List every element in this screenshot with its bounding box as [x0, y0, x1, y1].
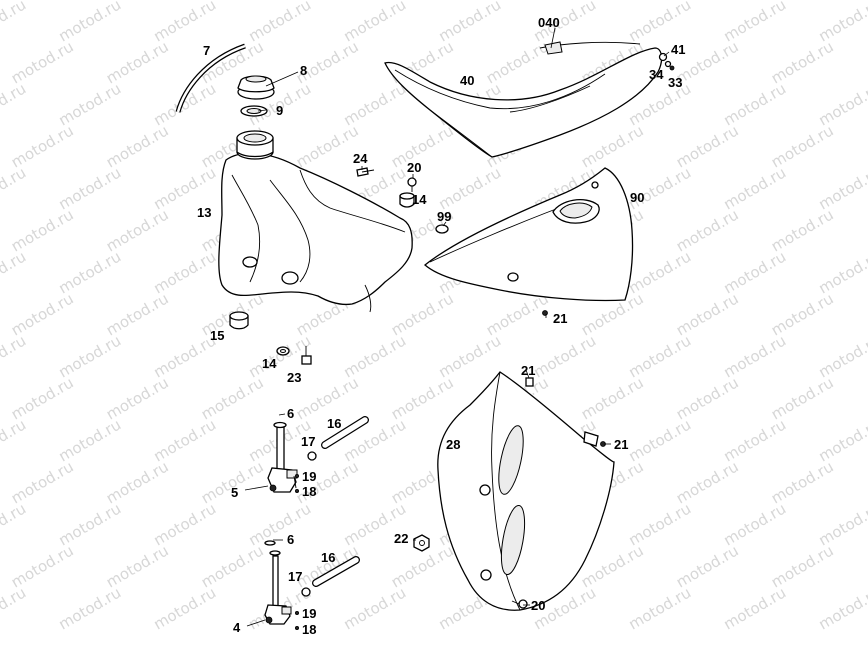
callout-13: 13 [197, 205, 211, 220]
bolt-21a [542, 310, 548, 316]
watermark-text: motod.ru [626, 583, 695, 633]
hose-16a [321, 416, 369, 449]
watermark-text: motod.ru [0, 163, 29, 213]
watermark-text: motod.ru [0, 583, 29, 633]
washer-14b [276, 346, 290, 356]
callout-labels: 040 41 34 33 40 7 8 9 13 24 20 14 99 90 … [197, 15, 685, 637]
watermark-text: motod.ru [0, 79, 29, 129]
bolt-20a [407, 177, 417, 192]
callout-8: 8 [300, 63, 307, 78]
clamp-17b [301, 587, 311, 597]
bolt-23 [301, 346, 312, 365]
watermark-text: motod.ru [816, 499, 868, 549]
grommet-14a [399, 192, 415, 208]
callout-17-upper: 17 [301, 434, 315, 449]
watermark-text: motod.ru [816, 0, 868, 45]
callout-20-top: 20 [407, 160, 421, 175]
seat-tag [544, 41, 563, 55]
watermark-text: motod.ru [56, 583, 125, 633]
side-cover [423, 167, 634, 302]
callout-99: 99 [437, 209, 451, 224]
watermark-text: motod.ru [816, 583, 868, 633]
bolt-20b [511, 599, 528, 609]
callout-16-upper: 16 [327, 416, 341, 431]
callout-24: 24 [353, 151, 368, 166]
watermark-text: motod.ru [0, 331, 29, 381]
callout-14-bottom: 14 [262, 356, 277, 371]
callout-19-upper: 19 [302, 469, 316, 484]
callout-18-lower: 18 [302, 622, 316, 637]
callout-5: 5 [231, 485, 238, 500]
callout-41: 41 [671, 42, 685, 57]
fuel-tap-4 [264, 540, 292, 625]
callout-17-lower: 17 [288, 569, 302, 584]
callout-22: 22 [394, 531, 408, 546]
callout-21-panel-right: 21 [614, 437, 628, 452]
callout-040: 040 [538, 15, 560, 30]
clamp-17a [307, 451, 317, 461]
callout-18-upper: 18 [302, 484, 316, 499]
callout-14-top: 14 [412, 192, 427, 207]
watermark-text: motod.ru [816, 331, 868, 381]
callout-6-lower: 6 [287, 532, 294, 547]
watermark-text: motod.ru [0, 0, 29, 45]
grommet-99 [435, 224, 449, 234]
callout-16-lower: 16 [321, 550, 335, 565]
fuel-tank [218, 130, 413, 313]
callout-20-panel: 20 [531, 598, 545, 613]
bolt-21b [525, 377, 534, 387]
callout-23: 23 [287, 370, 301, 385]
side-panel [437, 371, 615, 611]
watermark-text: motod.ru [151, 583, 220, 633]
nut-22 [413, 534, 430, 552]
watermark-text: motod.ru [341, 583, 410, 633]
callout-15: 15 [210, 328, 224, 343]
callout-6-upper: 6 [287, 406, 294, 421]
callout-21-cover: 21 [553, 311, 567, 326]
watermark-text: motod.ru [0, 415, 29, 465]
watermark-text: motod.ru [816, 79, 868, 129]
seat-bolt-41 [658, 52, 675, 71]
cap-seal [240, 105, 268, 117]
watermark-text: motod.ru [816, 415, 868, 465]
watermark-text: motod.ru [0, 499, 29, 549]
callout-28: 28 [446, 437, 460, 452]
callout-19-lower: 19 [302, 606, 316, 621]
leader-lines [244, 27, 670, 627]
fuel-cap [237, 75, 275, 100]
detail-dots [294, 473, 299, 631]
callout-34: 34 [649, 67, 664, 82]
watermark-text: motod.ru [0, 247, 29, 297]
tank-grommet-15 [229, 311, 249, 330]
callout-33: 33 [668, 75, 682, 90]
watermark-text: motod.ru [721, 583, 790, 633]
callout-4: 4 [233, 620, 241, 635]
seat [384, 41, 663, 158]
bolt-24 [356, 167, 375, 177]
callout-90: 90 [630, 190, 644, 205]
callout-9: 9 [276, 103, 283, 118]
callout-40: 40 [460, 73, 474, 88]
fuel-tap-5 [267, 421, 298, 493]
watermark-text: motod.ru [816, 163, 868, 213]
callout-21-panel-top: 21 [521, 363, 535, 378]
callout-7: 7 [203, 43, 210, 58]
hose-16b [312, 556, 360, 587]
watermark-text: motod.ru [816, 247, 868, 297]
